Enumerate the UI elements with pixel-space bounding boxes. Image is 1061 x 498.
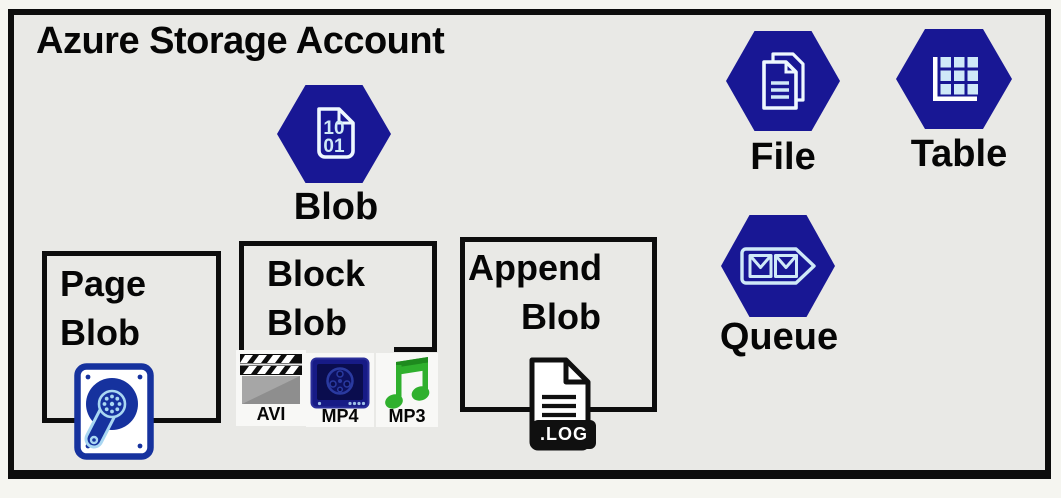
blob-label: Blob — [293, 186, 379, 228]
envelope-icon — [748, 254, 773, 278]
file-label: File — [750, 136, 816, 178]
append-blob-line1: Append — [468, 247, 602, 288]
append-blob-line2: Blob — [521, 296, 601, 337]
envelope-icon — [774, 254, 798, 278]
block-blob-box-top — [239, 241, 437, 246]
table-label: Table — [910, 133, 1008, 175]
block-blob-box-left — [239, 241, 244, 354]
music-note-icon — [385, 357, 430, 409]
video-screen-icon — [310, 357, 370, 409]
page-title: Azure Storage Account — [36, 20, 445, 62]
avi-label: AVI — [256, 404, 286, 424]
mp3-label: MP3 — [388, 406, 426, 426]
binary-text-line1: 10 — [323, 118, 344, 139]
block-blob-line1: Block — [267, 253, 366, 294]
block-blob-box-bottom-lip — [394, 347, 437, 352]
queue-label: Queue — [719, 316, 839, 358]
queue-hexagon-icon — [721, 215, 835, 317]
page-blob-line2: Blob — [60, 312, 140, 353]
mp4-label: MP4 — [321, 406, 359, 426]
block-blob-line2: Blob — [267, 302, 347, 343]
clapperboard-icon — [240, 354, 302, 404]
binary-text-line2: 01 — [323, 136, 345, 157]
hard-disk-icon — [74, 363, 154, 460]
binary-document-glyph: 10 01 — [317, 107, 355, 159]
block-blob-title: Block Blob — [267, 249, 365, 347]
page-blob-title: Page Blob — [60, 259, 146, 357]
log-extension-badge: .LOG — [532, 420, 596, 449]
block-blob-box-right — [432, 241, 437, 352]
page-blob-line1: Page — [60, 263, 147, 304]
document-glyph — [762, 52, 805, 110]
grid-glyph — [933, 57, 978, 101]
message-queue-glyph — [740, 247, 816, 285]
